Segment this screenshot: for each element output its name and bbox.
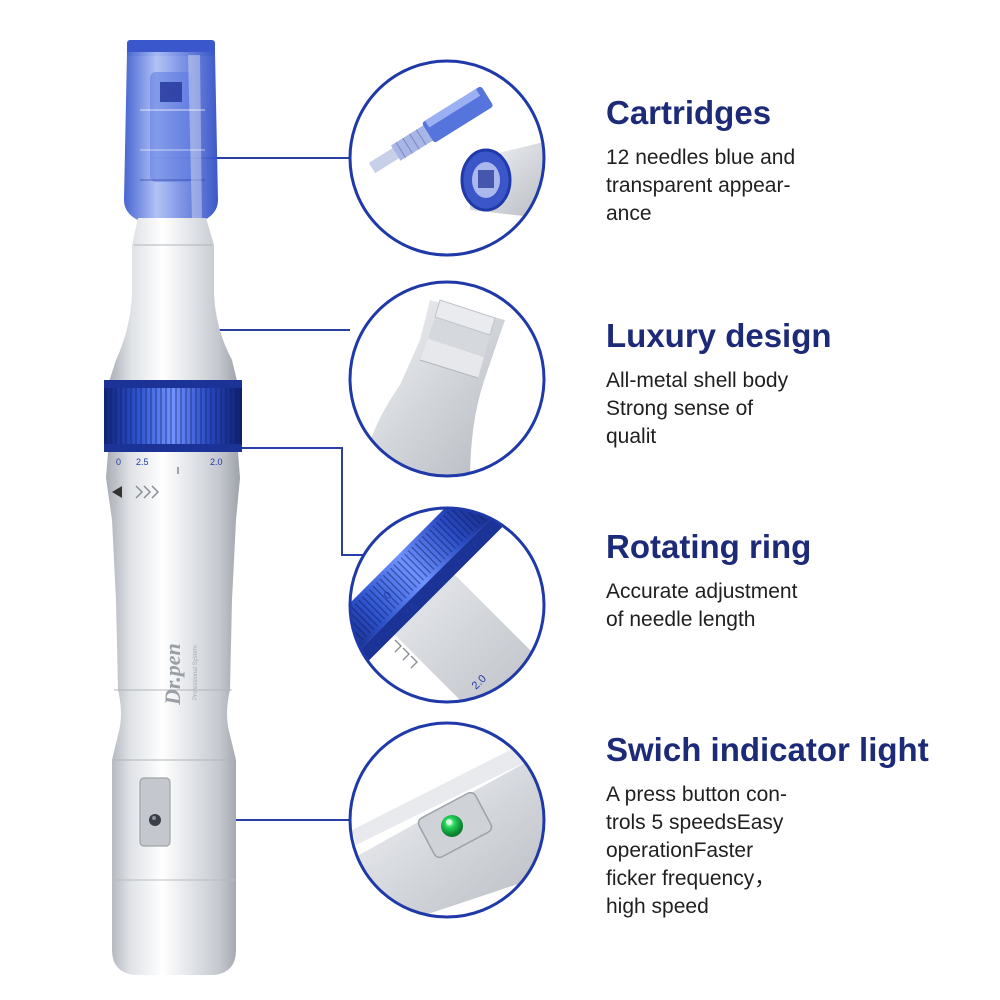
feature-indicator-light: Swich indicator light A press button con… (606, 731, 986, 921)
callout-luxury-design (348, 280, 546, 478)
feature-cartridges: Cartridges 12 needles blue and transpare… (606, 94, 986, 228)
feature-title: Cartridges (606, 94, 772, 131)
microneedle-pen: 0 2.5 2.0 Dr.pen Professional System (104, 40, 242, 975)
callout-indicator-light (348, 721, 546, 919)
feature-description: All-metal shell body Strong sense of qua… (606, 369, 789, 448)
svg-text:2.0: 2.0 (210, 457, 223, 467)
pen-neck (108, 218, 238, 385)
svg-text:0: 0 (116, 457, 121, 467)
callout-rotating-ring: 0 2.5 2.0 (348, 506, 546, 704)
feature-luxury-design: Luxury design All-metal shell body Stron… (606, 317, 986, 451)
rotating-ring: 0 2.5 2.0 (104, 380, 242, 478)
power-switch (139, 777, 171, 847)
feature-title: Swich indicator light (606, 731, 929, 768)
feature-title: Luxury design (606, 317, 832, 354)
svg-text:2.5: 2.5 (136, 457, 149, 467)
needle-cartridge (124, 40, 218, 222)
callout-cartridges (348, 59, 546, 257)
indicator-light-icon (350, 745, 544, 917)
brand-label: Dr.pen (160, 643, 185, 706)
feature-description: 12 needles blue and transparent appear- … (606, 146, 796, 225)
svg-text:Professional System: Professional System (193, 645, 199, 700)
feature-title: Rotating ring (606, 528, 812, 565)
feature-description: A press button con- trols 5 speedsEasy o… (606, 783, 787, 918)
arrow-marks (135, 485, 160, 499)
feature-rotating-ring: Rotating ring Accurate adjustment of nee… (606, 528, 986, 634)
feature-description: Accurate adjustment of needle length (606, 580, 798, 631)
metal-body-icon (360, 299, 505, 476)
pen-body (106, 478, 240, 975)
